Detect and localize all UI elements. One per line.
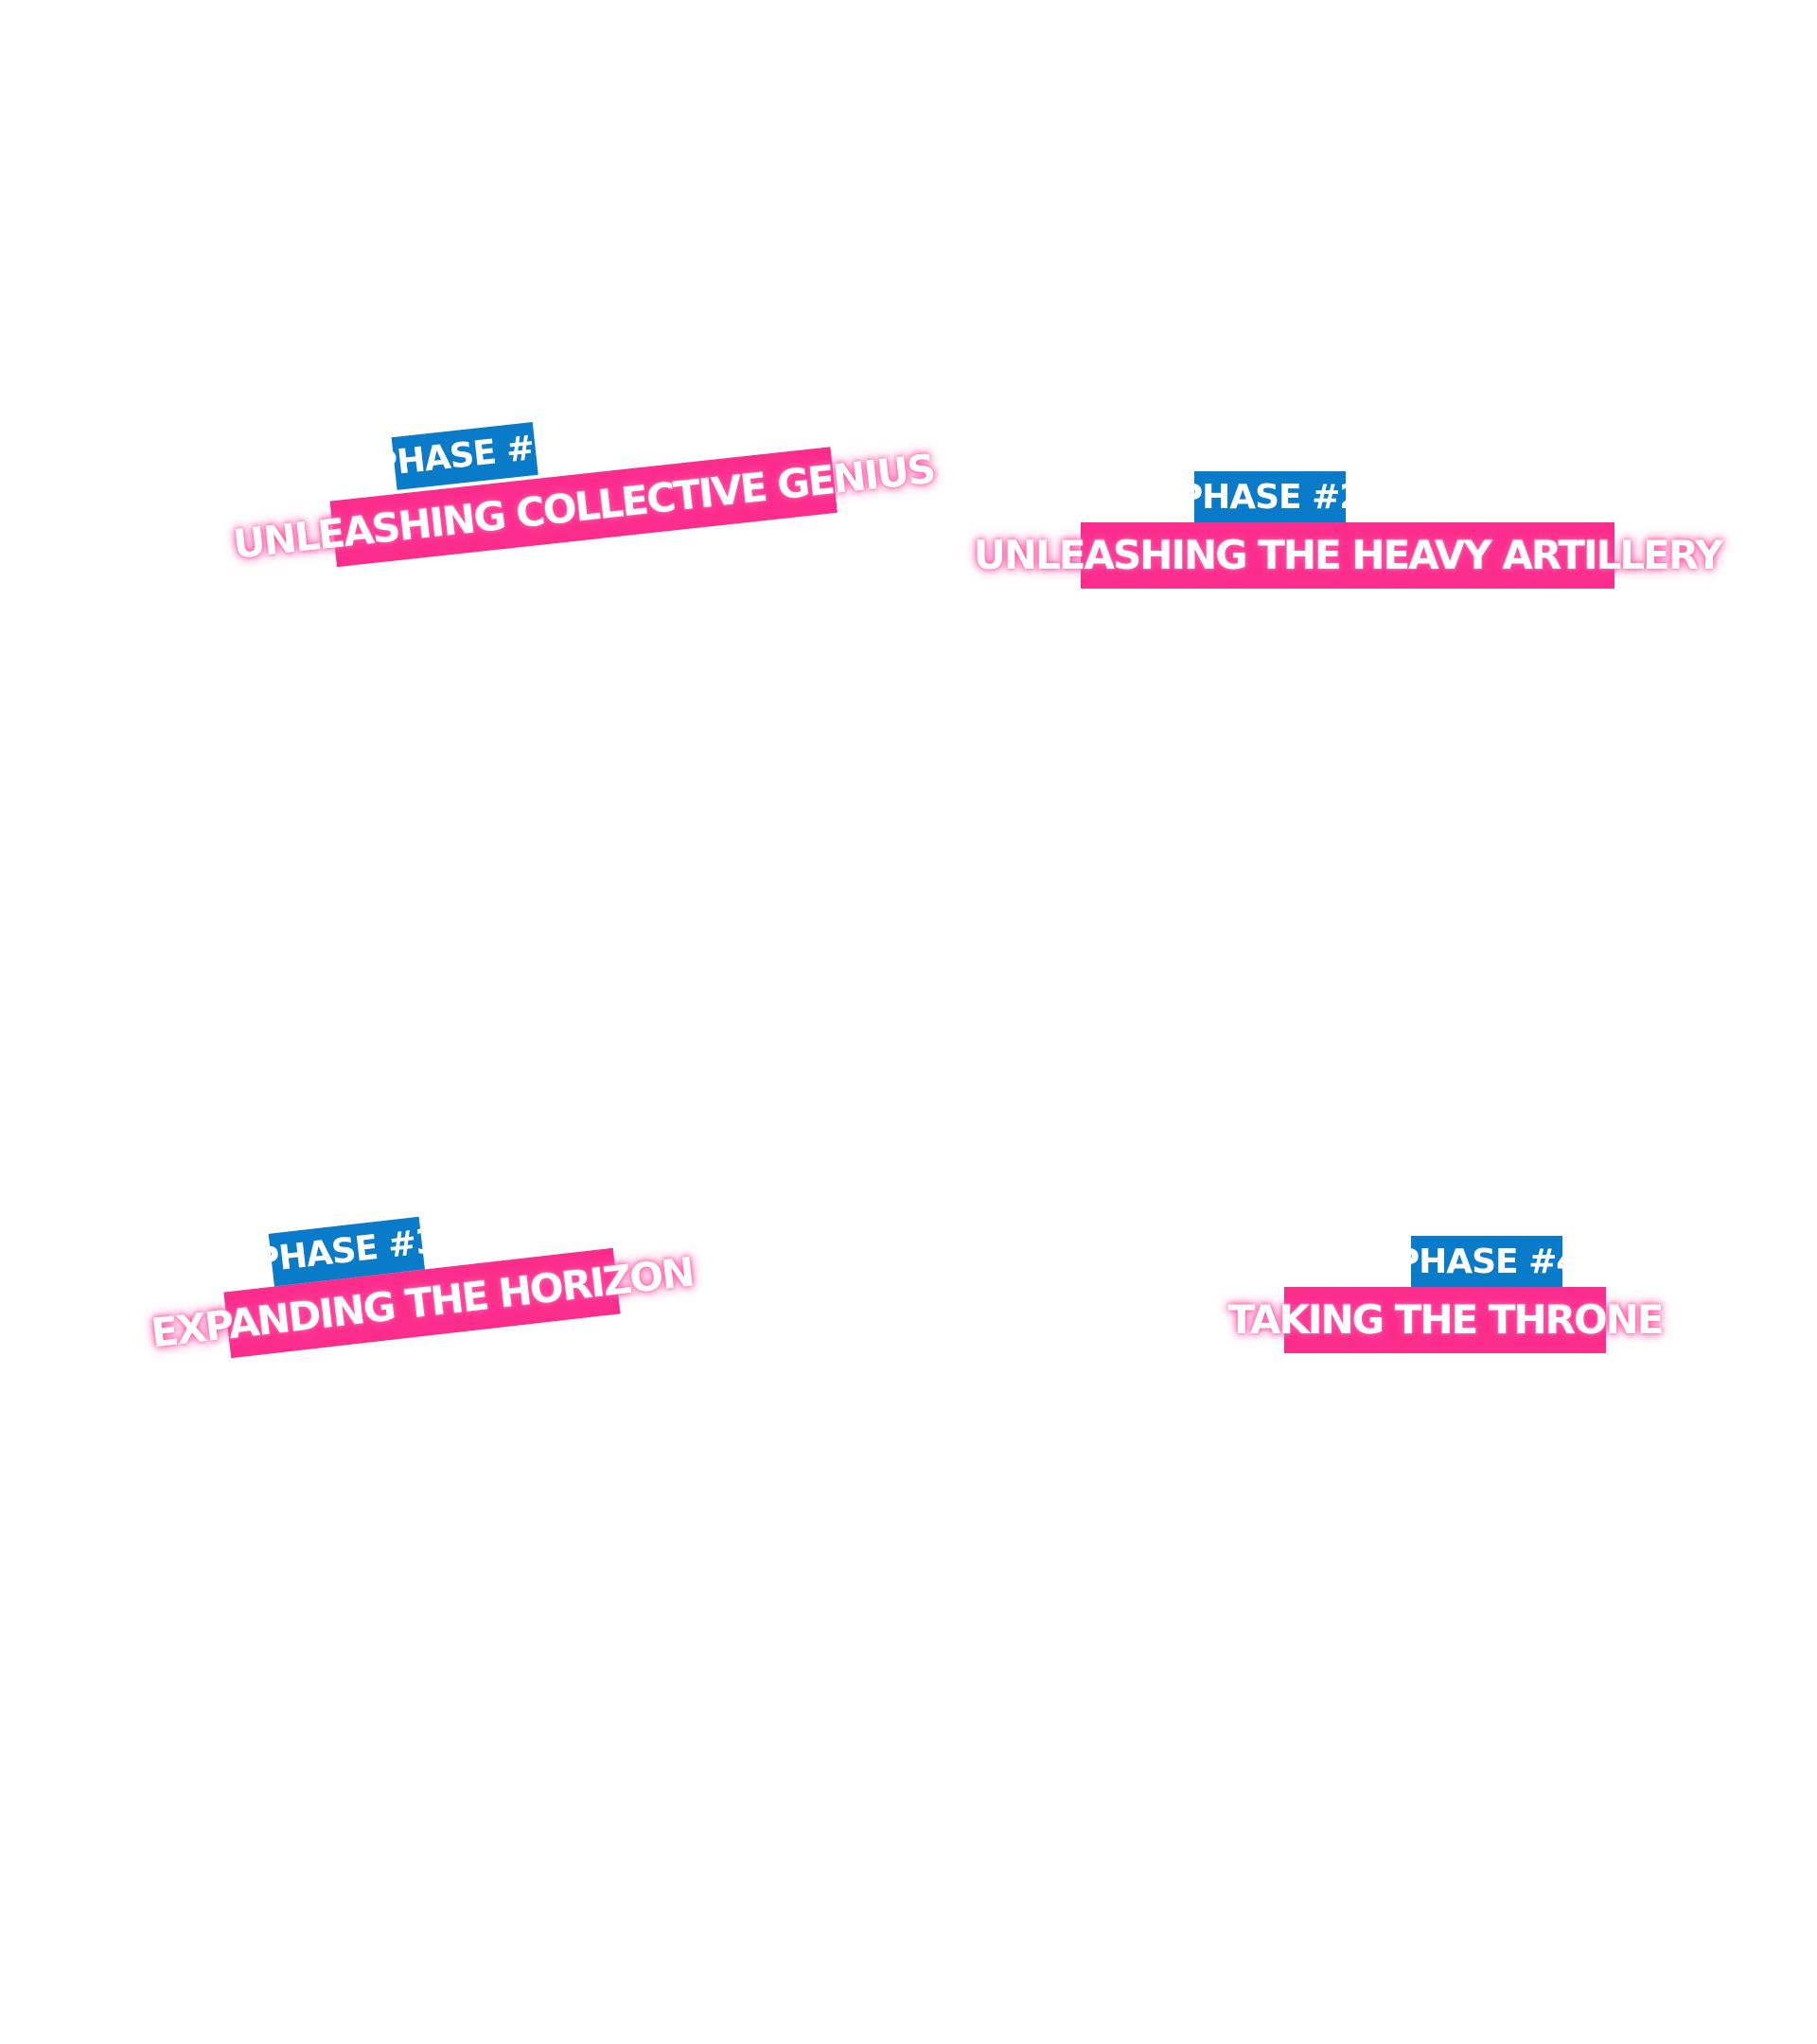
phase-4-label-group: PHASE #4 TAKING THE THRONE xyxy=(1227,1236,1665,1359)
phase-4-tag: PHASE #4 xyxy=(1395,1236,1579,1289)
phase-3-label-group: PHASE #3 EXPANDING THE HORIZON xyxy=(149,1194,696,1381)
phase-2-title: UNLEASHING THE HEAVY ARTILLERY xyxy=(974,522,1723,589)
phase-2-tag: PHASE #2 xyxy=(1178,471,1363,524)
phase-1-label-group: PHASE #1 UNLEASHING COLLECTIVE GENIUS xyxy=(231,390,936,586)
phase-2-label-group: PHASE #2 UNLEASHING THE HEAVY ARTILLERY xyxy=(974,471,1723,594)
phase-4-title: TAKING THE THRONE xyxy=(1227,1287,1665,1353)
phase-1-tag: PHASE #1 xyxy=(371,422,558,490)
